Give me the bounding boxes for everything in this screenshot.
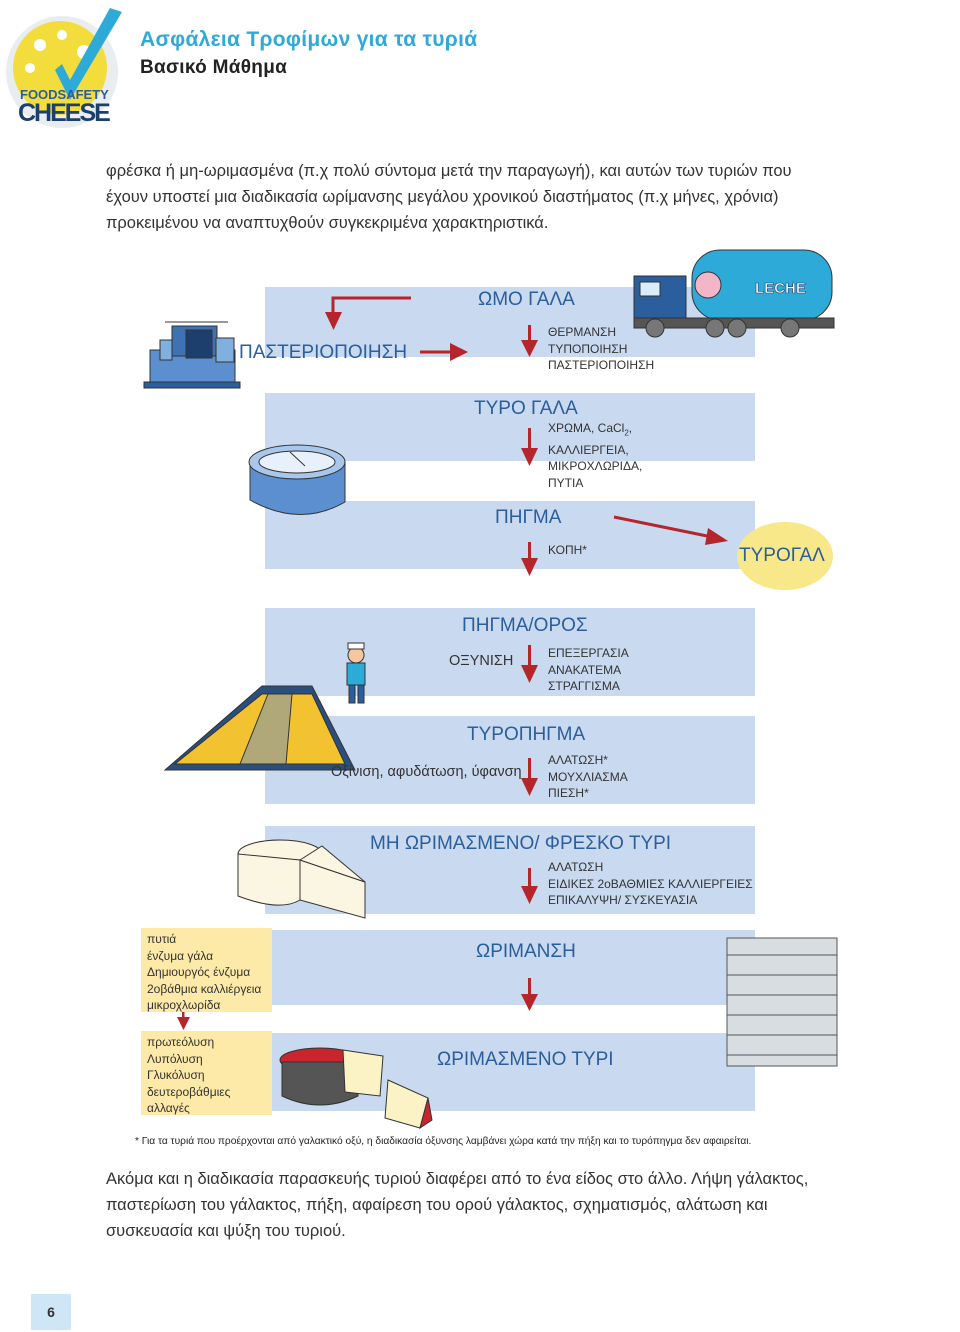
step-item: ΠΙΕΣΗ*: [548, 786, 589, 800]
step-item: ΚΑΛΛΙΕΡΓΕΙΑ,: [548, 442, 629, 457]
step-list-2: ΧΡΩΜΑ, CaCl2, ΚΑΛΛΙΕΡΓΕΙΑ, ΜΙΚΡΟΧΛΩΡΙΔΑ,…: [548, 420, 642, 491]
label-raw-milk: ΩΜΟ ΓΑΛΑ: [478, 289, 575, 310]
page-number: 6: [31, 1294, 71, 1330]
step-list-5: ΑΛΑΤΩΣΗ ΕΙΔΙΚΕΣ 2οΒΑΘΜΙΕΣ ΚΑΛΛΙΕΡΓΕΙΕΣ Ε…: [548, 859, 753, 909]
down-arrows: [177, 325, 538, 1030]
label-fresh-cheese: ΜΗ ΩΡΙΜΑΣΜΕΝΟ/ ΦΡΕΣΚΟ ΤΥΡΙ: [370, 833, 672, 854]
intro-line: προκειμένου να αναπτυχθούν συγκεκριμένα …: [106, 214, 549, 232]
step-item: ΜΟΥΧΛΙΑΣΜΑ: [548, 769, 628, 784]
label-curd-whey: ΠΗΓΜΑ/ΟΡΟΣ: [462, 615, 588, 636]
label-ripening: ΩΡΙΜΑΝΣΗ: [476, 941, 576, 962]
header-title: Ασφάλεια Τροφίμων για τα τυριά: [140, 28, 478, 51]
step-list-1: ΘΕΡΜΑΝΣΗ ΤΥΠΟΠΟΙΗΣΗ ΠΑΣΤΕΡΙΟΠΟΙΗΣΗ: [548, 324, 654, 374]
step-item: ΑΛΑΤΩΣΗ*: [548, 753, 608, 767]
note-item: δευτεροβάθμιες: [147, 1084, 231, 1099]
note-item: 2οβάθμια καλλιέργεια: [147, 981, 262, 996]
note-item: Γλυκόλυση: [147, 1068, 205, 1082]
step-item: ΕΠΕΞΕΡΓΑΣΙΑ: [548, 646, 629, 660]
step-item: ΠΥΤΙΑ: [548, 475, 584, 490]
label-whey-cheese: ΤΥΡΟΓΑΛ: [739, 545, 825, 566]
logo-text-bottom: CHEESE: [18, 99, 110, 127]
step-item: ΤΥΠΟΠΟΙΗΣΗ: [548, 341, 628, 356]
step-item: ΕΠΙΚΑΛΥΨΗ/ ΣΥΣΚΕΥΑΣΙΑ: [548, 893, 698, 907]
truck-label: LECHE: [755, 280, 806, 297]
note-item: Λυπόλυση: [147, 1051, 203, 1066]
step-list-4: ΑΛΑΤΩΣΗ* ΜΟΥΧΛΙΑΣΜΑ ΠΙΕΣΗ*: [548, 752, 628, 802]
label-cheese-milk: ΤΥΡΟ ΓΑΛΑ: [474, 398, 578, 419]
whey-arrow: [613, 515, 728, 545]
step-cutting: ΚΟΠΗ*: [548, 543, 587, 557]
footnote: * Για τα τυριά που προέρχονται από γαλακ…: [135, 1136, 752, 1147]
cheese-vat-illustration: [248, 444, 346, 515]
band-cheese-milk: [265, 393, 755, 461]
label-texture-note: Οξίνιση, αφυδάτωση, ύφανση: [331, 764, 522, 780]
outro-line: συσκευασία και ψύξη του τυριού.: [106, 1222, 346, 1240]
pasteurization-loop-arrow: [325, 296, 468, 361]
fresh-cheese-illustration: [237, 839, 366, 919]
header-subtitle: Βασικό Μάθημα: [140, 57, 288, 78]
step-item-text: ΧΡΩΜΑ, CaCl: [548, 421, 625, 435]
label-ripened-cheese: ΩΡΙΜΑΣΜΕΝΟ ΤΥΡΙ: [437, 1049, 614, 1070]
step-item: ΣΤΡΑΓΓΙΣΜΑ: [548, 679, 620, 693]
step-item: ΑΛΑΤΩΣΗ: [548, 860, 604, 874]
pasteurizer-illustration: [143, 321, 241, 389]
step-item: ΜΙΚΡΟΧΛΩΡΙΔΑ,: [548, 459, 643, 474]
note-ripening-agents: πυτιά ένζυμα γάλα Δημιουργός ένζυμα 2οβά…: [141, 928, 272, 1012]
milk-truck-illustration: [633, 249, 835, 338]
intro-line: φρέσκα ή μη-ωριμασμένα (π.χ πολύ σύντομα…: [106, 162, 792, 180]
note-item: πυτιά: [147, 932, 177, 946]
intro-paragraph: φρέσκα ή μη-ωριμασμένα (π.χ πολύ σύντομα…: [106, 158, 866, 236]
note-item: αλλαγές: [147, 1101, 190, 1115]
band-ripening: [265, 930, 755, 1005]
note-ripening-processes: πρωτεόλυση Λυπόλυση Γλυκόλυση δευτεροβάθ…: [141, 1031, 272, 1115]
step-item-suffix: ,: [628, 421, 633, 435]
intro-line: έχουν υποστεί μια διαδικασία ωρίμανσης μ…: [106, 188, 779, 206]
outro-line: παστερίωση του γάλακτος, πήξη, αφαίρεση …: [106, 1196, 768, 1214]
outro-line: Ακόμα και η διαδικασία παρασκευής τυριού…: [106, 1170, 809, 1188]
label-curd: ΠΗΓΜΑ: [495, 507, 562, 528]
label-cheese-curd: ΤΥΡΟΠΗΓΜΑ: [467, 724, 586, 745]
step-item: ΘΕΡΜΑΝΣΗ: [548, 325, 617, 339]
band-curd: [265, 501, 755, 569]
step-item: ΠΑΣΤΕΡΙΟΠΟΙΗΣΗ: [548, 358, 655, 372]
step-item: ΧΡΩΜΑ, CaCl2,: [548, 420, 642, 442]
step-item: ΕΙΔΙΚΕΣ 2οΒΑΘΜΙΕΣ ΚΑΛΛΙΕΡΓΕΙΕΣ: [548, 876, 753, 891]
label-acidification: ΟΞΥΝΙΣΗ: [449, 653, 514, 669]
note-item: μικροχλωρίδα: [147, 998, 221, 1012]
note-item: πρωτεόλυση: [147, 1035, 215, 1049]
note-item: Δημιουργός ένζυμα: [147, 965, 251, 979]
step-item-subscript: 2: [624, 428, 629, 438]
logo-text-top: FOODSAFETY: [20, 87, 109, 102]
label-pasteurization: ΠΑΣΤΕΡΙΟΠΟΙΗΣΗ: [239, 342, 408, 363]
ripened-cheese-illustration: [279, 1047, 433, 1130]
cheddaring-table-illustration: [163, 685, 356, 771]
outro-paragraph: Ακόμα και η διαδικασία παρασκευής τυριού…: [106, 1166, 856, 1244]
logo: [6, 8, 122, 128]
ripening-rack-illustration: [726, 937, 838, 1067]
whey-ellipse: [737, 522, 833, 590]
note-item: ένζυμα γάλα: [147, 948, 214, 963]
step-list-3: ΕΠΕΞΕΡΓΑΣΙΑ ΑΝΑΚΑΤΕΜΑ ΣΤΡΑΓΓΙΣΜΑ: [548, 645, 629, 695]
step-item: ΑΝΑΚΑΤΕΜΑ: [548, 662, 622, 677]
worker-illustration: [346, 642, 366, 704]
